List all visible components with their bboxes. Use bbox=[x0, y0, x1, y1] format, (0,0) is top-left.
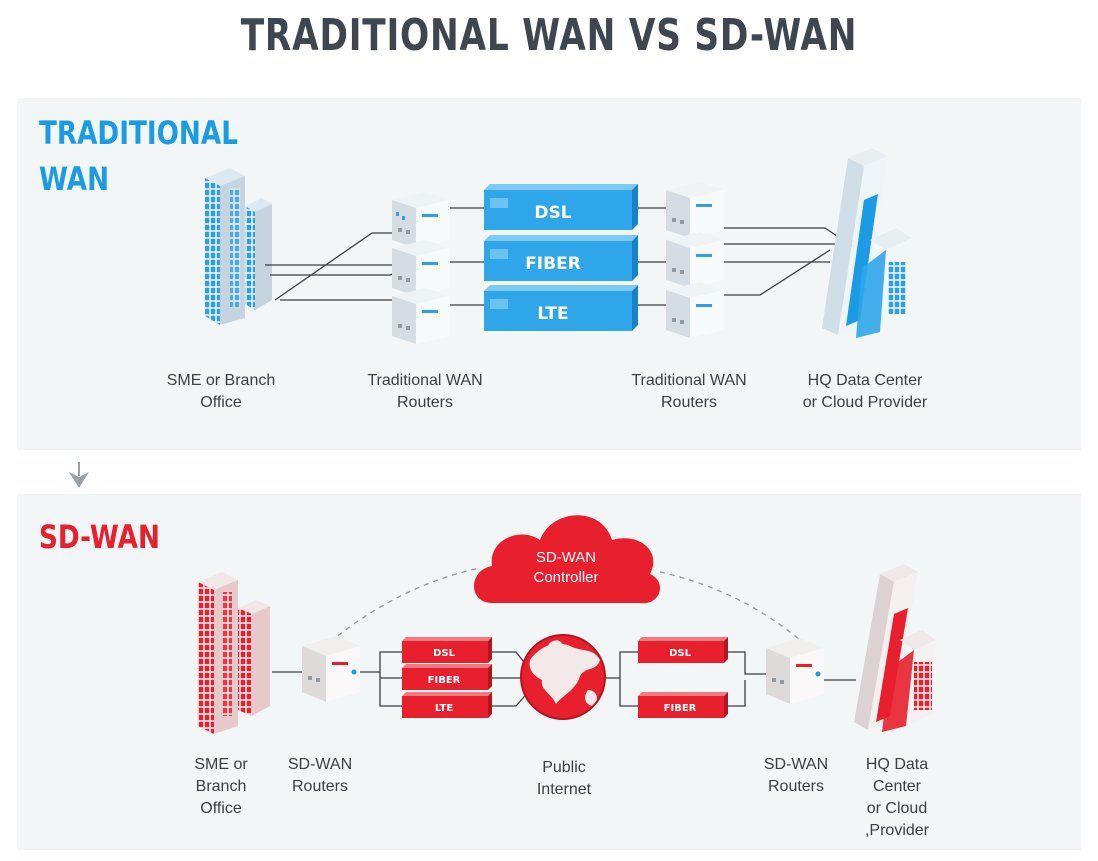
sd-wan-controller-label: SD-WAN Controller bbox=[533, 549, 599, 586]
sd-wan-link-left-dsl: DSL bbox=[402, 637, 492, 663]
link-label-lte: LTE bbox=[537, 304, 568, 324]
label-sd-branch-office: SME or Branch Office bbox=[194, 756, 248, 817]
traditional-link-fiber: FIBER bbox=[484, 235, 638, 281]
link-label-left-dsl: DSL bbox=[433, 648, 456, 659]
traditional-branch-office-building bbox=[205, 168, 272, 325]
label-sd-routers-left: SD-WAN Routers bbox=[287, 756, 353, 795]
sd-wan-heading: SD-WAN bbox=[39, 518, 160, 556]
link-label-right-dsl: DSL bbox=[669, 648, 692, 659]
sd-wan-branch-office-building bbox=[198, 572, 270, 734]
public-internet-globe-icon bbox=[520, 634, 606, 720]
label-sd-routers-right: SD-WAN Routers bbox=[763, 756, 829, 795]
sd-wan-router-left bbox=[302, 636, 360, 702]
link-label-right-fiber: FIBER bbox=[664, 703, 697, 714]
traditional-link-dsl: DSL bbox=[484, 184, 638, 230]
label-public-internet: Public Internet bbox=[536, 759, 592, 798]
link-label-fiber: FIBER bbox=[525, 254, 581, 274]
sd-wan-hq-tower bbox=[854, 564, 936, 732]
traditional-router-stack-right bbox=[666, 182, 724, 338]
link-label-left-fiber: FIBER bbox=[428, 675, 461, 686]
sd-wan-link-right-dsl: DSL bbox=[638, 637, 728, 663]
label-sd-hq: HQ Data Center or Cloud ,Provider bbox=[864, 756, 930, 839]
traditional-link-lte: LTE bbox=[484, 285, 638, 331]
link-label-dsl: DSL bbox=[534, 203, 571, 223]
sd-wan-controller-cloud bbox=[474, 515, 661, 604]
label-trad-routers-right: Traditional WAN Routers bbox=[631, 372, 747, 411]
traditional-router-stack-left bbox=[392, 192, 450, 344]
sd-wan-link-left-fiber: FIBER bbox=[402, 664, 492, 690]
traditional-hq-tower bbox=[822, 148, 912, 338]
traditional-links-left bbox=[265, 207, 490, 306]
page-title: TRADITIONAL WAN VS SD-WAN bbox=[240, 10, 858, 61]
traditional-wan-heading: TRADITIONAL WAN bbox=[39, 114, 238, 198]
controller-dashed-links bbox=[329, 567, 801, 643]
label-trad-hq: HQ Data Center or Cloud Provider bbox=[802, 372, 928, 411]
sd-wan-link-right-fiber: FIBER bbox=[638, 692, 728, 718]
sd-wan-link-left-lte: LTE bbox=[402, 692, 492, 718]
label-trad-branch-office: SME or Branch Office bbox=[166, 372, 276, 411]
sd-wan-router-right bbox=[766, 638, 824, 704]
label-trad-routers-left: Traditional WAN Routers bbox=[367, 372, 483, 411]
link-label-left-lte: LTE bbox=[435, 703, 454, 714]
down-arrow-icon bbox=[69, 462, 89, 488]
